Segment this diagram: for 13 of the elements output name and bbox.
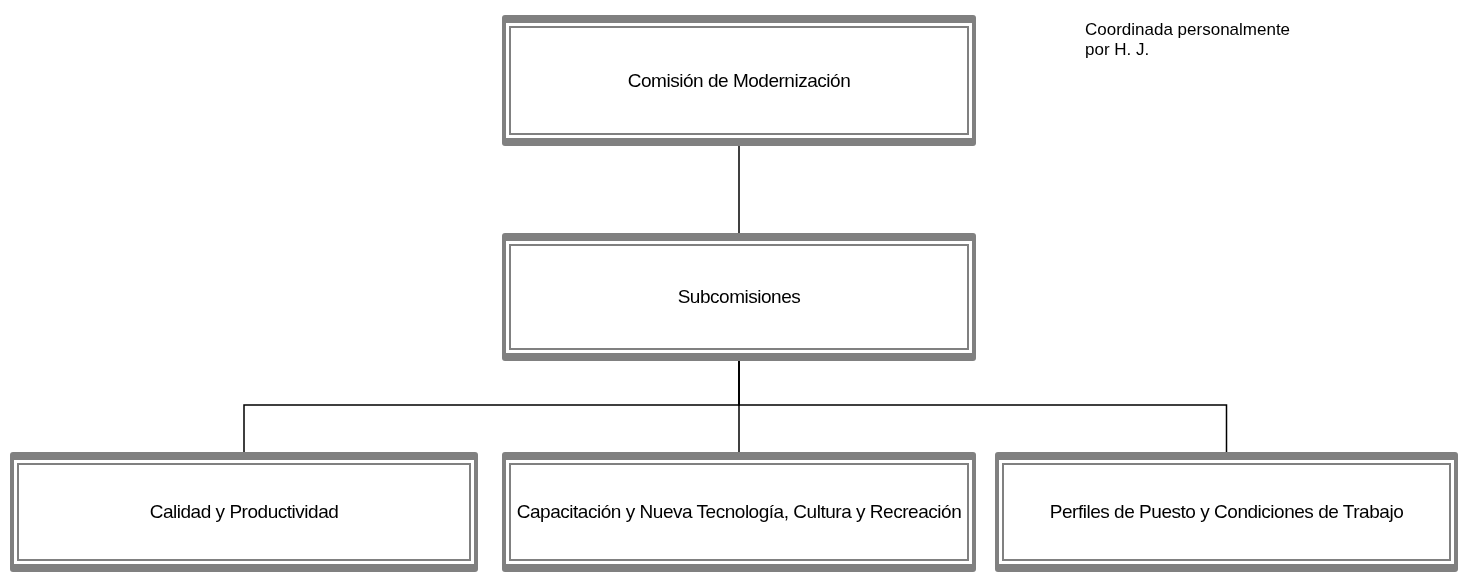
connector-line [738,360,1228,453]
org-box [502,15,976,146]
box-label: Perfiles de Puesto y Condiciones de Trabajo [1049,500,1404,524]
org-box [502,452,976,572]
box-label: Subcomisiones [677,285,801,309]
org-box [10,452,478,572]
connector-line [738,145,740,234]
box-label: Capacitación y Nueva Tecnología, Cultura y Recreación [516,500,962,524]
org-box [995,452,1458,572]
box-label: Calidad y Productividad [149,500,339,524]
box-label: Comisión de Modernización [627,68,851,93]
org-box [502,233,976,361]
note-text: Coordinada personalmente por H. J. [1085,20,1292,60]
